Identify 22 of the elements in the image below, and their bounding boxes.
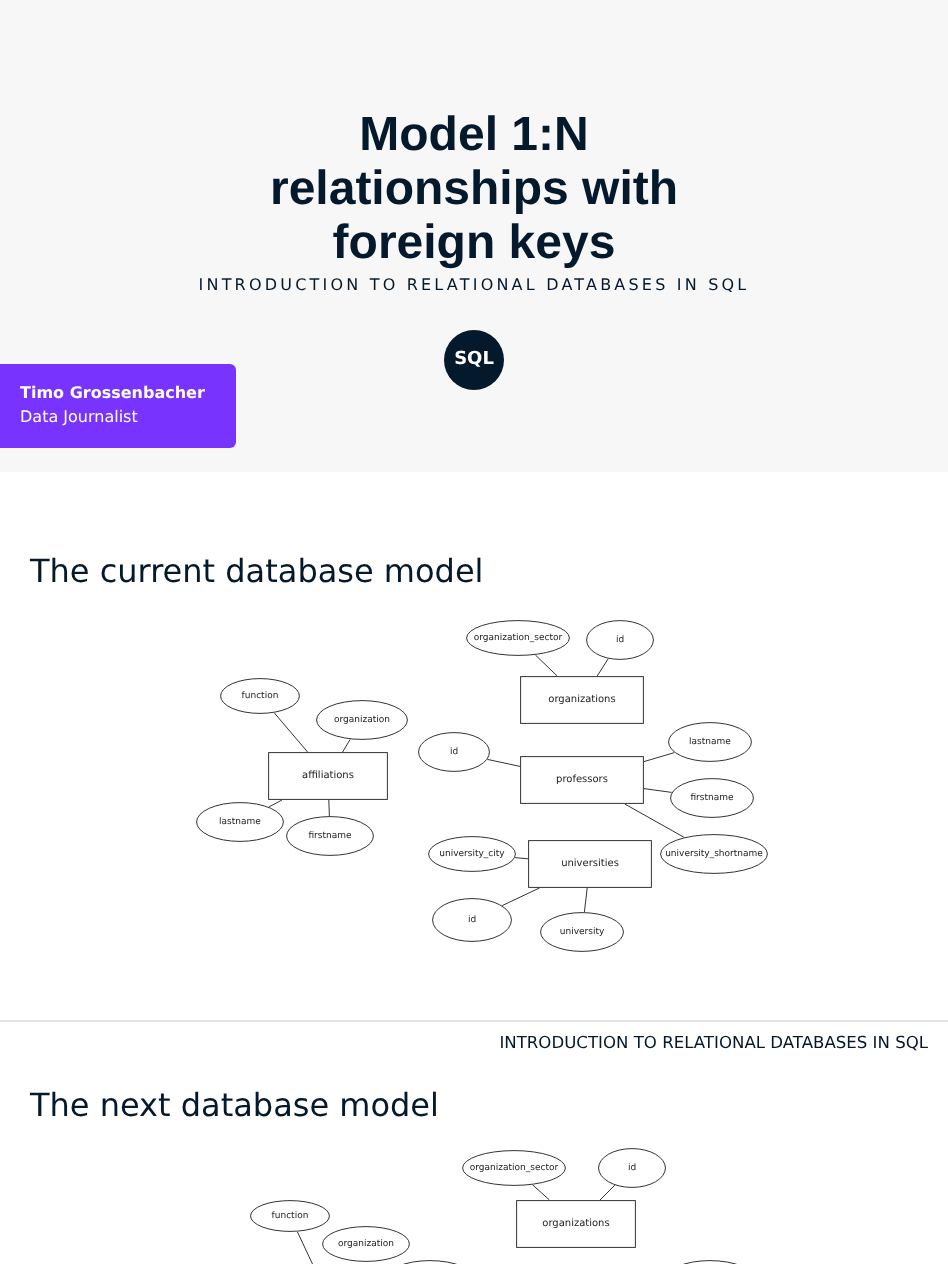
connector-line <box>643 752 675 763</box>
presenter-name: Timo Grossenbacher <box>20 382 205 406</box>
section-heading: The current database model <box>30 552 484 590</box>
presenter-card <box>0 364 236 448</box>
connector-line <box>514 857 529 860</box>
course-header: INTRODUCTION TO RELATIONAL DATABASES IN SQL <box>497 1032 928 1052</box>
slide-title: Model 1:N relationships with foreign keys <box>267 108 681 270</box>
connector-line <box>342 738 351 753</box>
course-subtitle: INTRODUCTION TO RELATIONAL DATABASES IN SQL <box>196 276 752 294</box>
presenter-role: Data Journalist <box>20 406 138 430</box>
connector-line <box>328 799 330 817</box>
connector-line <box>599 1184 616 1201</box>
connector-line <box>268 799 283 808</box>
connector-line <box>486 758 521 767</box>
section-heading: The next database model <box>30 1086 439 1124</box>
connector-line <box>534 654 558 677</box>
connector-line <box>643 788 673 793</box>
connector-line <box>583 887 588 913</box>
connector-line <box>532 1184 550 1201</box>
connector-line <box>596 658 609 677</box>
connector-line <box>273 712 309 753</box>
connector-line <box>501 887 540 907</box>
